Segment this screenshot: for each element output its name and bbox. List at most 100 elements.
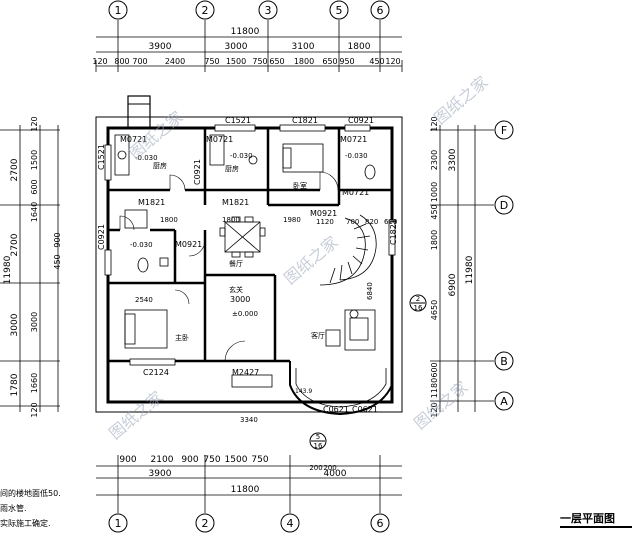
sub-axis-num: 2: [416, 295, 420, 303]
dim-note: 700: [346, 218, 359, 226]
dim-note: 600: [384, 218, 397, 226]
dim-top-small: 120: [385, 57, 400, 66]
room-living: 客厅: [311, 331, 325, 340]
note-line: 间的楼地面低50.: [0, 489, 61, 498]
sub-axis-den: 16: [414, 304, 423, 312]
room-bedroom: 卧室: [293, 181, 307, 190]
level-mark: -0.030: [230, 152, 253, 160]
dim-right-small: 450: [430, 204, 439, 219]
note-line: 实际施工确定.: [0, 519, 51, 528]
axis-label: 4: [287, 517, 294, 530]
dim-left-small: 3000: [30, 312, 39, 332]
dim-top-small: 950: [339, 57, 354, 66]
level-mark: ±0.000: [232, 310, 258, 318]
axis-label: 5: [336, 4, 343, 17]
tag: M0921: [175, 240, 202, 249]
dim-note: 1120: [316, 218, 334, 226]
note-line: 雨水管.: [0, 504, 27, 513]
dim-bottom-3: 200: [309, 464, 322, 472]
dim-top-small: 1500: [226, 57, 246, 66]
dimensions-left: [0, 125, 60, 412]
dim-note: 6840: [366, 282, 374, 300]
dim-bottom-1: 3900: [149, 469, 172, 479]
room-kitchen1: 厨房: [153, 161, 167, 170]
dim-left-1: 2700: [10, 158, 20, 181]
axis-label: 1: [115, 517, 122, 530]
dim-left-small: 120: [30, 116, 39, 131]
dim-note: 1800: [222, 216, 240, 224]
dim-note: 820: [365, 218, 378, 226]
dim-top-small: 650: [322, 57, 337, 66]
tag: M0721: [206, 135, 233, 144]
dim-note: 2540: [135, 296, 153, 304]
tag: C1821: [389, 219, 398, 245]
dim-left-small: 1500: [30, 150, 39, 170]
room-kitchen2: 厨房: [225, 164, 239, 173]
dim-top-small: 800: [114, 57, 129, 66]
sub-axis-num: 5: [316, 433, 320, 441]
sub-axis-right: 2 16: [409, 294, 427, 312]
tag: M1821: [138, 198, 165, 207]
watermark: 图纸之家: [280, 232, 341, 288]
dim-top-small: 750: [252, 57, 267, 66]
tag: M0921: [310, 209, 337, 218]
dim-bottom-2: 4000: [324, 469, 347, 479]
dim-left-2: 2700: [10, 233, 20, 256]
tag: C1521: [225, 116, 251, 125]
dim-top-small: 450: [369, 57, 384, 66]
spiral-stair: [319, 214, 377, 286]
dim-left-small: 900: [53, 232, 62, 247]
dim-top-small: 650: [269, 57, 284, 66]
dim-note: 1800: [160, 216, 178, 224]
level-mark: -0.030: [345, 152, 368, 160]
tag: C0921: [348, 116, 374, 125]
axis-bubbles-top: 1 2 3 5 6: [108, 0, 390, 20]
dim-left-small: 1640: [30, 202, 39, 222]
dim-bottom-small: 900: [119, 455, 136, 465]
dim-note: 143.9: [295, 388, 312, 395]
axis-label: B: [500, 355, 508, 368]
dim-total-top: 11800: [231, 27, 260, 37]
axis-label: 2: [202, 517, 209, 530]
dim-top-small: 1800: [294, 57, 314, 66]
dim-left-small: 120: [30, 402, 39, 417]
drawing-title-text: 一层平面图: [560, 512, 615, 525]
axis-label: 6: [377, 517, 384, 530]
room-foyer: 玄关: [229, 285, 243, 294]
dim-left-small: 450: [53, 254, 62, 269]
axis-label: A: [500, 395, 508, 408]
dimensions-right: [430, 125, 494, 412]
dim-left-small: 1660: [30, 373, 39, 393]
dim-top-small: 750: [204, 57, 219, 66]
dimensions-top: [95, 20, 403, 72]
dim-total-left: 11980: [3, 255, 13, 284]
dim-top-small: 120: [92, 57, 107, 66]
tag: C1821: [292, 116, 318, 125]
axis-bubbles-bottom: 1 2 4 6: [108, 513, 390, 533]
axis-bubbles-right: F D B A: [494, 120, 514, 411]
dim-top-2: 3000: [225, 42, 248, 52]
tag: C0921: [193, 159, 202, 185]
dim-right-small: 600: [430, 362, 439, 377]
annotations: -0.030 -0.030 -0.030 -0.030 ±0.000 3000 …: [130, 152, 397, 424]
tag: C0621: [323, 405, 349, 414]
dim-bottom-small: 750: [251, 455, 268, 465]
tag: M1821: [222, 198, 249, 207]
dim-note: 3000: [230, 295, 250, 304]
tag: M2427: [232, 368, 259, 377]
dim-top-small: 700: [132, 57, 147, 66]
title-underline: [560, 526, 632, 528]
dim-bottom-4: 200: [323, 464, 336, 472]
windows: [104, 124, 396, 366]
tag: C2124: [143, 368, 169, 377]
tag: C0921: [97, 224, 106, 250]
dim-right-small: 120: [430, 402, 439, 417]
tag: M0721: [120, 135, 147, 144]
dim-right-small: 4650: [430, 300, 439, 320]
dim-bottom-small: 900: [181, 455, 198, 465]
dim-total-bottom: 11800: [231, 485, 260, 495]
sub-axis-den: 16: [314, 442, 323, 450]
axis-label: 1: [115, 4, 122, 17]
dim-right-small: 120: [430, 116, 439, 131]
